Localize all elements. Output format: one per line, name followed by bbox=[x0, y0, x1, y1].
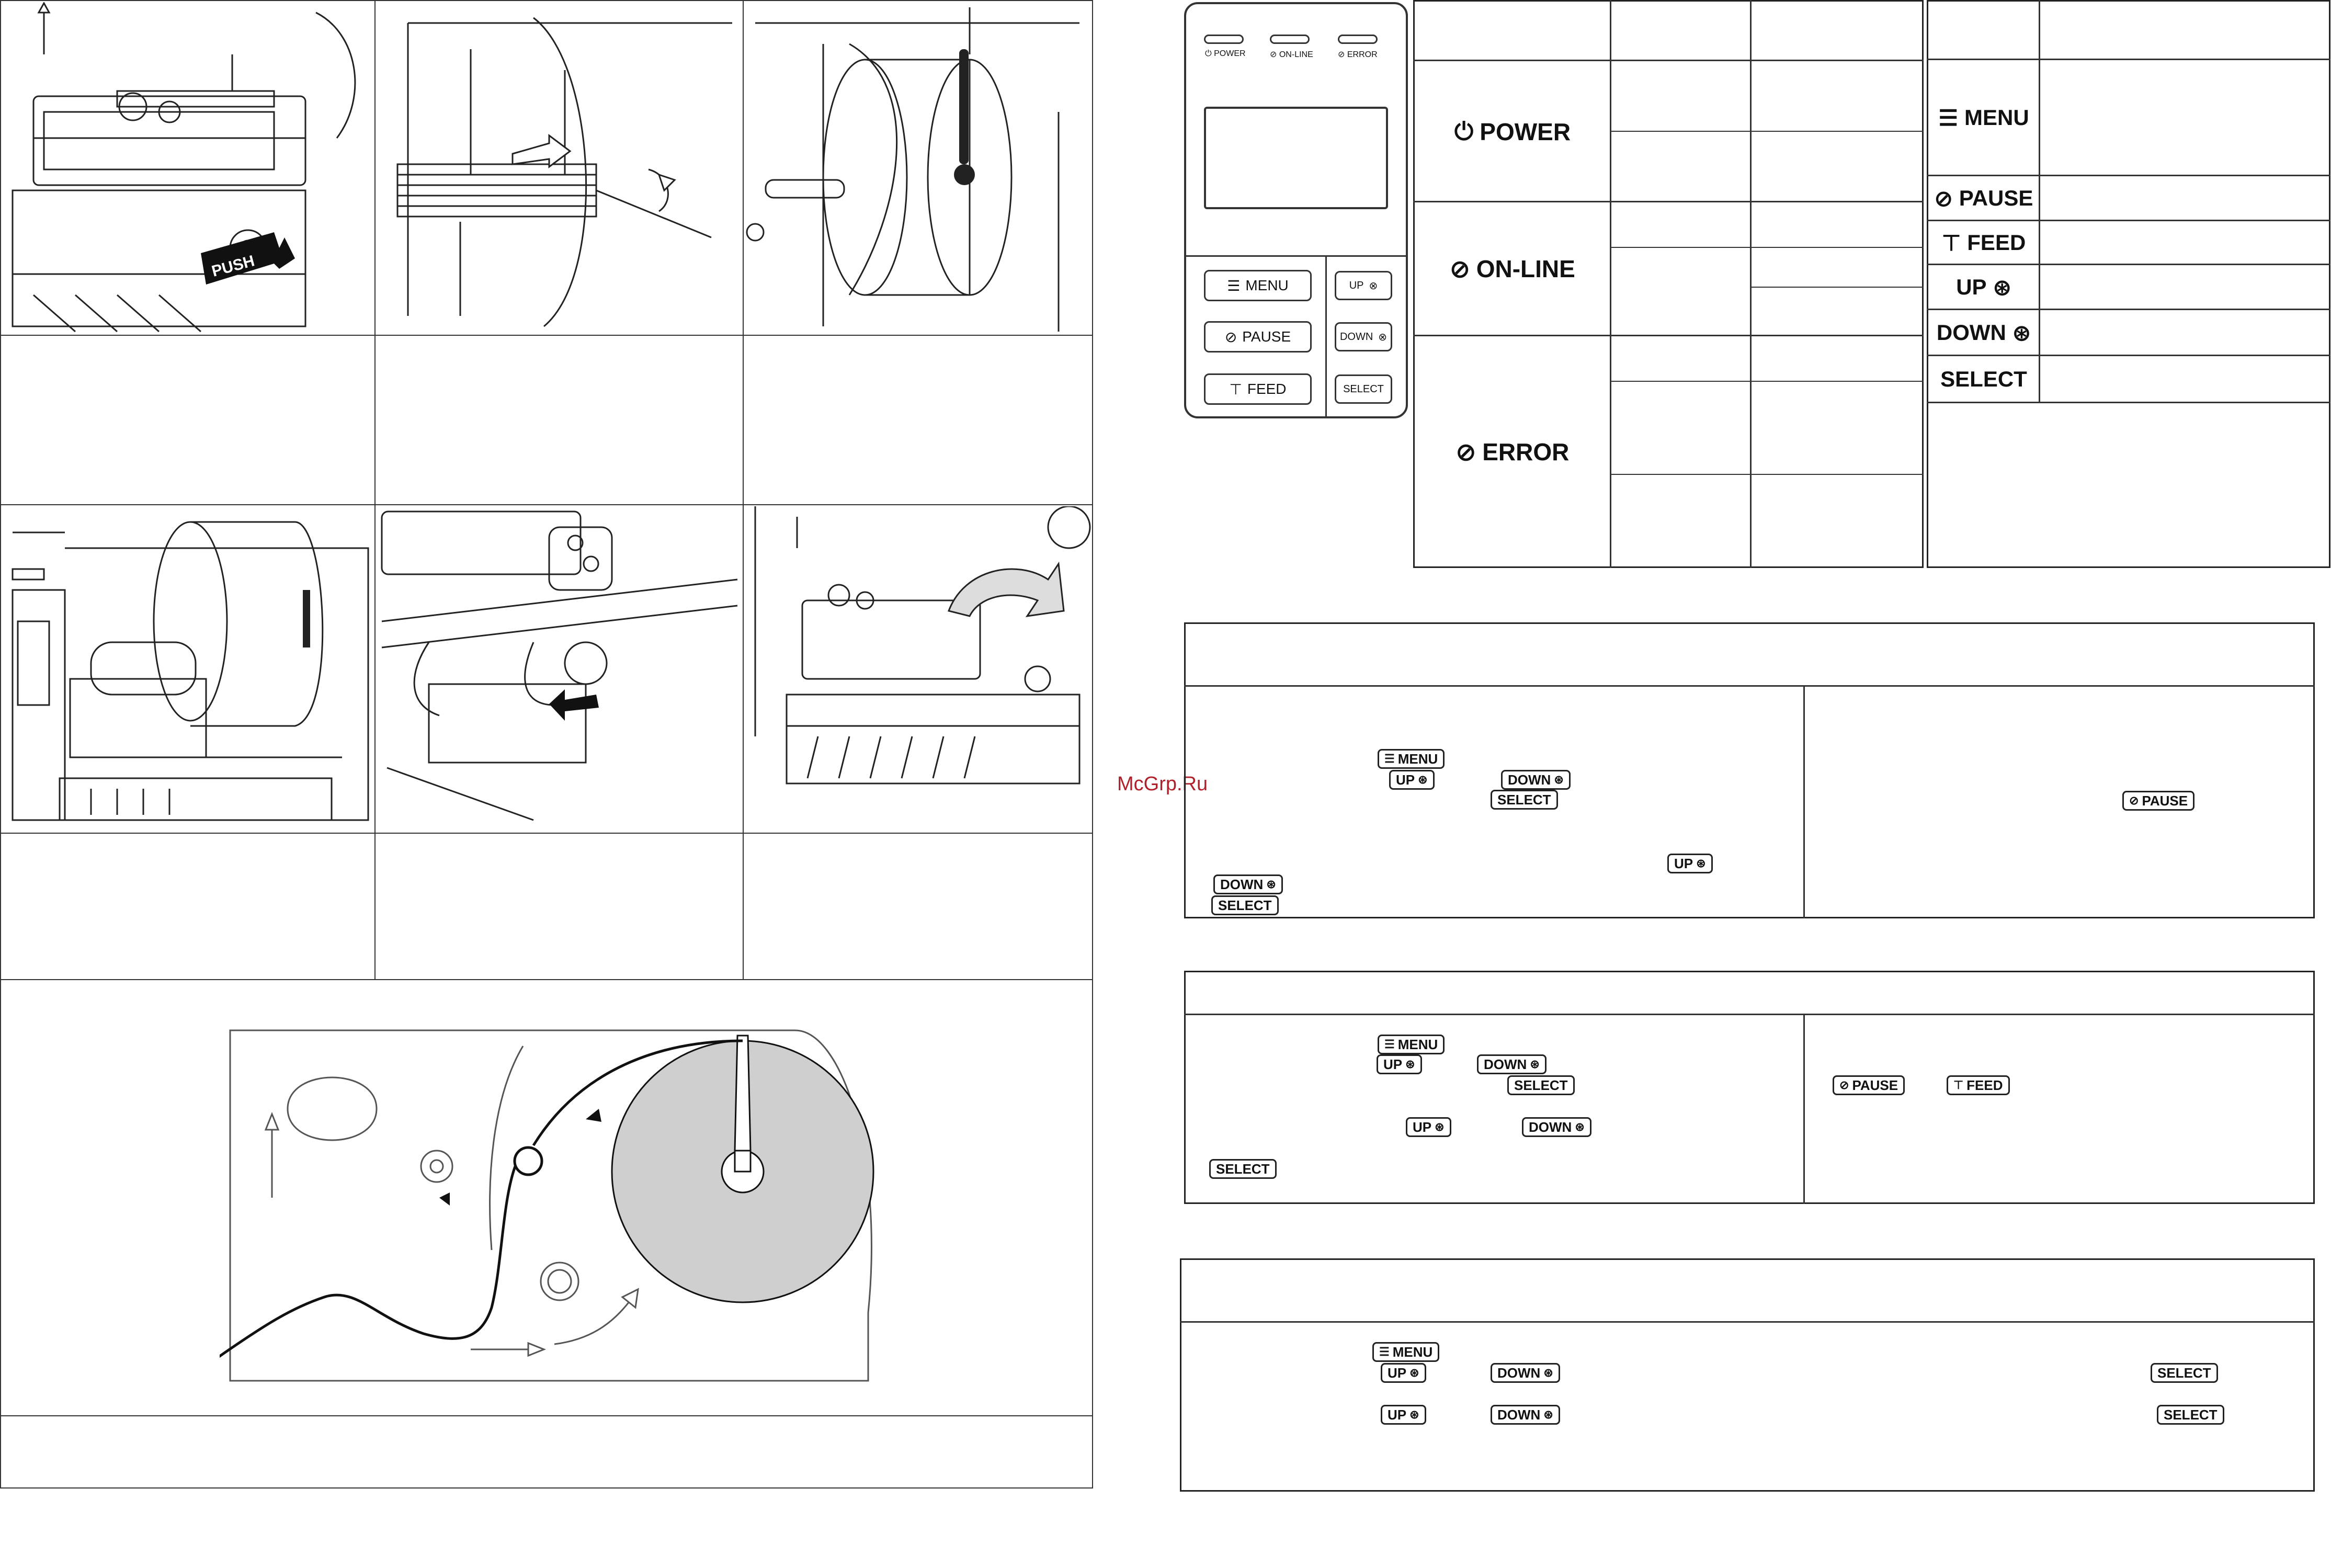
btn-row-menu: ☰MENU bbox=[1938, 105, 2029, 130]
grid-cell-r1c1 bbox=[0, 0, 376, 336]
up-arrow-icon: ⊛ bbox=[1405, 1058, 1415, 1071]
pause-icon: ⊘ bbox=[1224, 328, 1237, 345]
up-key: UP⊛ bbox=[1406, 1117, 1451, 1137]
up-button[interactable]: UP⊗ bbox=[1335, 271, 1392, 300]
feed-icon: ⊤ bbox=[1229, 381, 1242, 397]
down-button[interactable]: DOWN⊗ bbox=[1335, 322, 1392, 351]
menu-icon: ☰ bbox=[1379, 1345, 1390, 1358]
select-key: SELECT bbox=[2157, 1405, 2224, 1425]
online-icon: ⊘ bbox=[1450, 255, 1470, 282]
btn-row-pause: ⊘PAUSE bbox=[1934, 186, 2033, 211]
spindle-closeup-illustration bbox=[377, 506, 742, 832]
down-key: DOWN⊛ bbox=[1477, 1054, 1547, 1074]
printhead-open-illustration: PUSH bbox=[2, 2, 373, 334]
power-led bbox=[1204, 35, 1244, 44]
pause-key: ⊘PAUSE bbox=[2122, 791, 2195, 811]
up-arrow-icon: ⊛ bbox=[1696, 857, 1706, 870]
grid-cell-path-diagram bbox=[0, 979, 1093, 1416]
pause-key: ⊘PAUSE bbox=[1833, 1075, 1905, 1095]
pause-icon: ⊘ bbox=[1839, 1078, 1849, 1092]
media-path-diagram bbox=[220, 1025, 889, 1402]
menu-icon: ☰ bbox=[1384, 752, 1395, 765]
printer-side-illustration bbox=[2, 506, 373, 832]
pause-button[interactable]: ⊘PAUSE bbox=[1204, 321, 1312, 353]
error-led-label: ⊘ ERROR bbox=[1338, 50, 1378, 59]
feed-icon: ⊤ bbox=[1953, 1078, 1964, 1092]
control-panel: ⏻ POWER ⊘ ON-LINE ⊘ ERROR ☰MENU ⊘PAUSE ⊤… bbox=[1184, 2, 1408, 418]
grid-text-cell-r4c2 bbox=[374, 833, 744, 980]
down-arrow-icon: ⊛ bbox=[1575, 1120, 1585, 1133]
btn-row-up: UP⊛ bbox=[1956, 275, 2011, 300]
feed-button[interactable]: ⊤FEED bbox=[1204, 373, 1312, 405]
up-arrow-icon: ⊛ bbox=[1409, 1366, 1419, 1379]
led-row-error: ⊘ERROR bbox=[1456, 438, 1570, 465]
down-key: DOWN⊛ bbox=[1501, 770, 1571, 790]
down-key: DOWN⊛ bbox=[1522, 1117, 1591, 1137]
lcd-display bbox=[1204, 107, 1388, 209]
select-key: SELECT bbox=[1507, 1075, 1575, 1095]
up-key: UP⊛ bbox=[1381, 1405, 1426, 1425]
up-key: UP⊛ bbox=[1381, 1363, 1426, 1383]
ribbon-roll-illustration bbox=[745, 2, 1091, 334]
btn-row-feed: ⊤FEED bbox=[1941, 230, 2026, 255]
down-key: DOWN⊛ bbox=[1491, 1405, 1560, 1425]
menu-key: ☰MENU bbox=[1372, 1342, 1440, 1362]
grid-text-cell-bottom bbox=[0, 1415, 1093, 1489]
menu-key: ☰MENU bbox=[1378, 1035, 1445, 1054]
select-key: SELECT bbox=[1209, 1159, 1277, 1179]
feed-key: ⊤FEED bbox=[1947, 1075, 2010, 1095]
led-row-online: ⊘ON-LINE bbox=[1450, 255, 1575, 282]
down-key: DOWN⊛ bbox=[1491, 1363, 1560, 1383]
menu-button[interactable]: ☰MENU bbox=[1204, 270, 1312, 301]
select-button[interactable]: SELECT bbox=[1335, 374, 1392, 404]
btn-row-select: SELECT bbox=[1940, 367, 2027, 391]
menu-icon: ☰ bbox=[1227, 277, 1241, 294]
down-arrow-icon: ⊛ bbox=[1530, 1058, 1540, 1071]
down-key: DOWN⊛ bbox=[1213, 874, 1283, 894]
up-arrow-icon: ⊛ bbox=[1409, 1408, 1419, 1421]
btn-row-down: DOWN⊛ bbox=[1936, 320, 2031, 345]
grid-text-cell-r4c3 bbox=[743, 833, 1093, 980]
up-arrow-icon: ⊛ bbox=[1435, 1120, 1445, 1133]
grid-cell-r3c2 bbox=[374, 504, 744, 834]
menu-key: ☰MENU bbox=[1378, 749, 1445, 769]
grid-text-cell-r4c1 bbox=[0, 833, 376, 980]
power-icon: ⏻ bbox=[1454, 118, 1474, 145]
spindle-illustration bbox=[377, 2, 742, 334]
menu-icon: ☰ bbox=[1384, 1038, 1395, 1051]
power-led-label: ⏻ POWER bbox=[1205, 49, 1246, 58]
up-arrow-icon: ⊛ bbox=[1418, 773, 1428, 786]
up-key: UP⊛ bbox=[1377, 1054, 1422, 1074]
down-arrow-icon: ⊛ bbox=[1266, 878, 1276, 891]
down-arrow-icon: ⊛ bbox=[1554, 773, 1564, 786]
down-arrow-icon: ⊗ bbox=[1378, 331, 1388, 343]
pause-icon: ⊘ bbox=[2129, 794, 2139, 807]
pause-icon: ⊘ bbox=[1934, 186, 1953, 211]
grid-cell-r1c2 bbox=[374, 0, 744, 336]
select-key: SELECT bbox=[1211, 895, 1279, 915]
up-arrow-icon: ⊛ bbox=[1993, 275, 2011, 300]
select-key: SELECT bbox=[2151, 1363, 2218, 1383]
error-icon: ⊘ bbox=[1456, 438, 1476, 465]
up-arrow-icon: ⊗ bbox=[1369, 280, 1378, 292]
grid-text-cell-r2c3 bbox=[743, 335, 1093, 505]
feed-icon: ⊤ bbox=[1941, 230, 1961, 255]
grid-text-cell-r2c2 bbox=[374, 335, 744, 505]
watermark: McGrp.Ru bbox=[1117, 773, 1208, 795]
down-arrow-icon: ⊛ bbox=[1543, 1408, 1553, 1421]
led-row-power: ⏻POWER bbox=[1454, 118, 1571, 145]
down-arrow-icon: ⊛ bbox=[2012, 320, 2031, 345]
up-key: UP⊛ bbox=[1667, 854, 1713, 873]
printhead-close-illustration bbox=[745, 506, 1091, 832]
up-key: UP⊛ bbox=[1389, 770, 1435, 790]
grid-cell-r3c3 bbox=[743, 504, 1093, 834]
online-led bbox=[1270, 35, 1310, 44]
error-led bbox=[1338, 35, 1378, 44]
grid-text-cell-r2c1 bbox=[0, 335, 376, 505]
menu-icon: ☰ bbox=[1938, 105, 1958, 130]
online-led-label: ⊘ ON-LINE bbox=[1270, 50, 1313, 59]
select-key: SELECT bbox=[1491, 790, 1558, 810]
down-arrow-icon: ⊛ bbox=[1543, 1366, 1553, 1379]
